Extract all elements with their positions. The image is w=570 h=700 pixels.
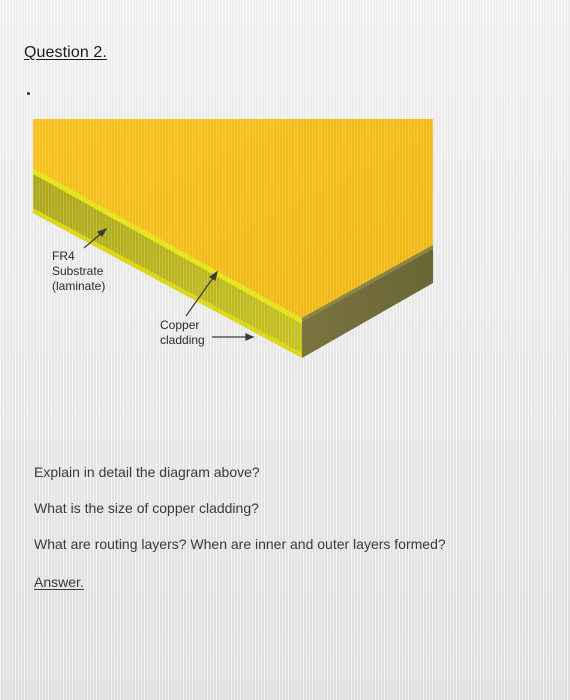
copper-edge-highlight	[33, 168, 302, 324]
copper-arrow-up	[185, 270, 218, 317]
right-face-top-edge	[302, 245, 433, 322]
fr4-substrate-label: FR4 Substrate (laminate)	[52, 249, 106, 293]
pcb-laminate-graphic	[33, 119, 433, 358]
copper-arrow-right	[212, 333, 255, 341]
fr4-arrow	[83, 227, 108, 249]
bullet-marker	[27, 92, 30, 95]
pcb-laminate-diagram: FR4 Substrate (laminate) Copper cladding	[33, 119, 433, 358]
prompt-explain-diagram: Explain in detail the diagram above?	[34, 464, 260, 480]
laminate-right-face	[302, 245, 433, 358]
answer-label: Answer.	[34, 574, 84, 590]
copper-cladding-label: Copper cladding	[160, 318, 205, 347]
prompt-copper-size: What is the size of copper cladding?	[34, 500, 259, 516]
question-title: Question 2.	[24, 44, 107, 61]
copper-bottom-edge	[33, 208, 302, 358]
prompt-routing-layers: What are routing layers? When are inner …	[34, 536, 446, 552]
